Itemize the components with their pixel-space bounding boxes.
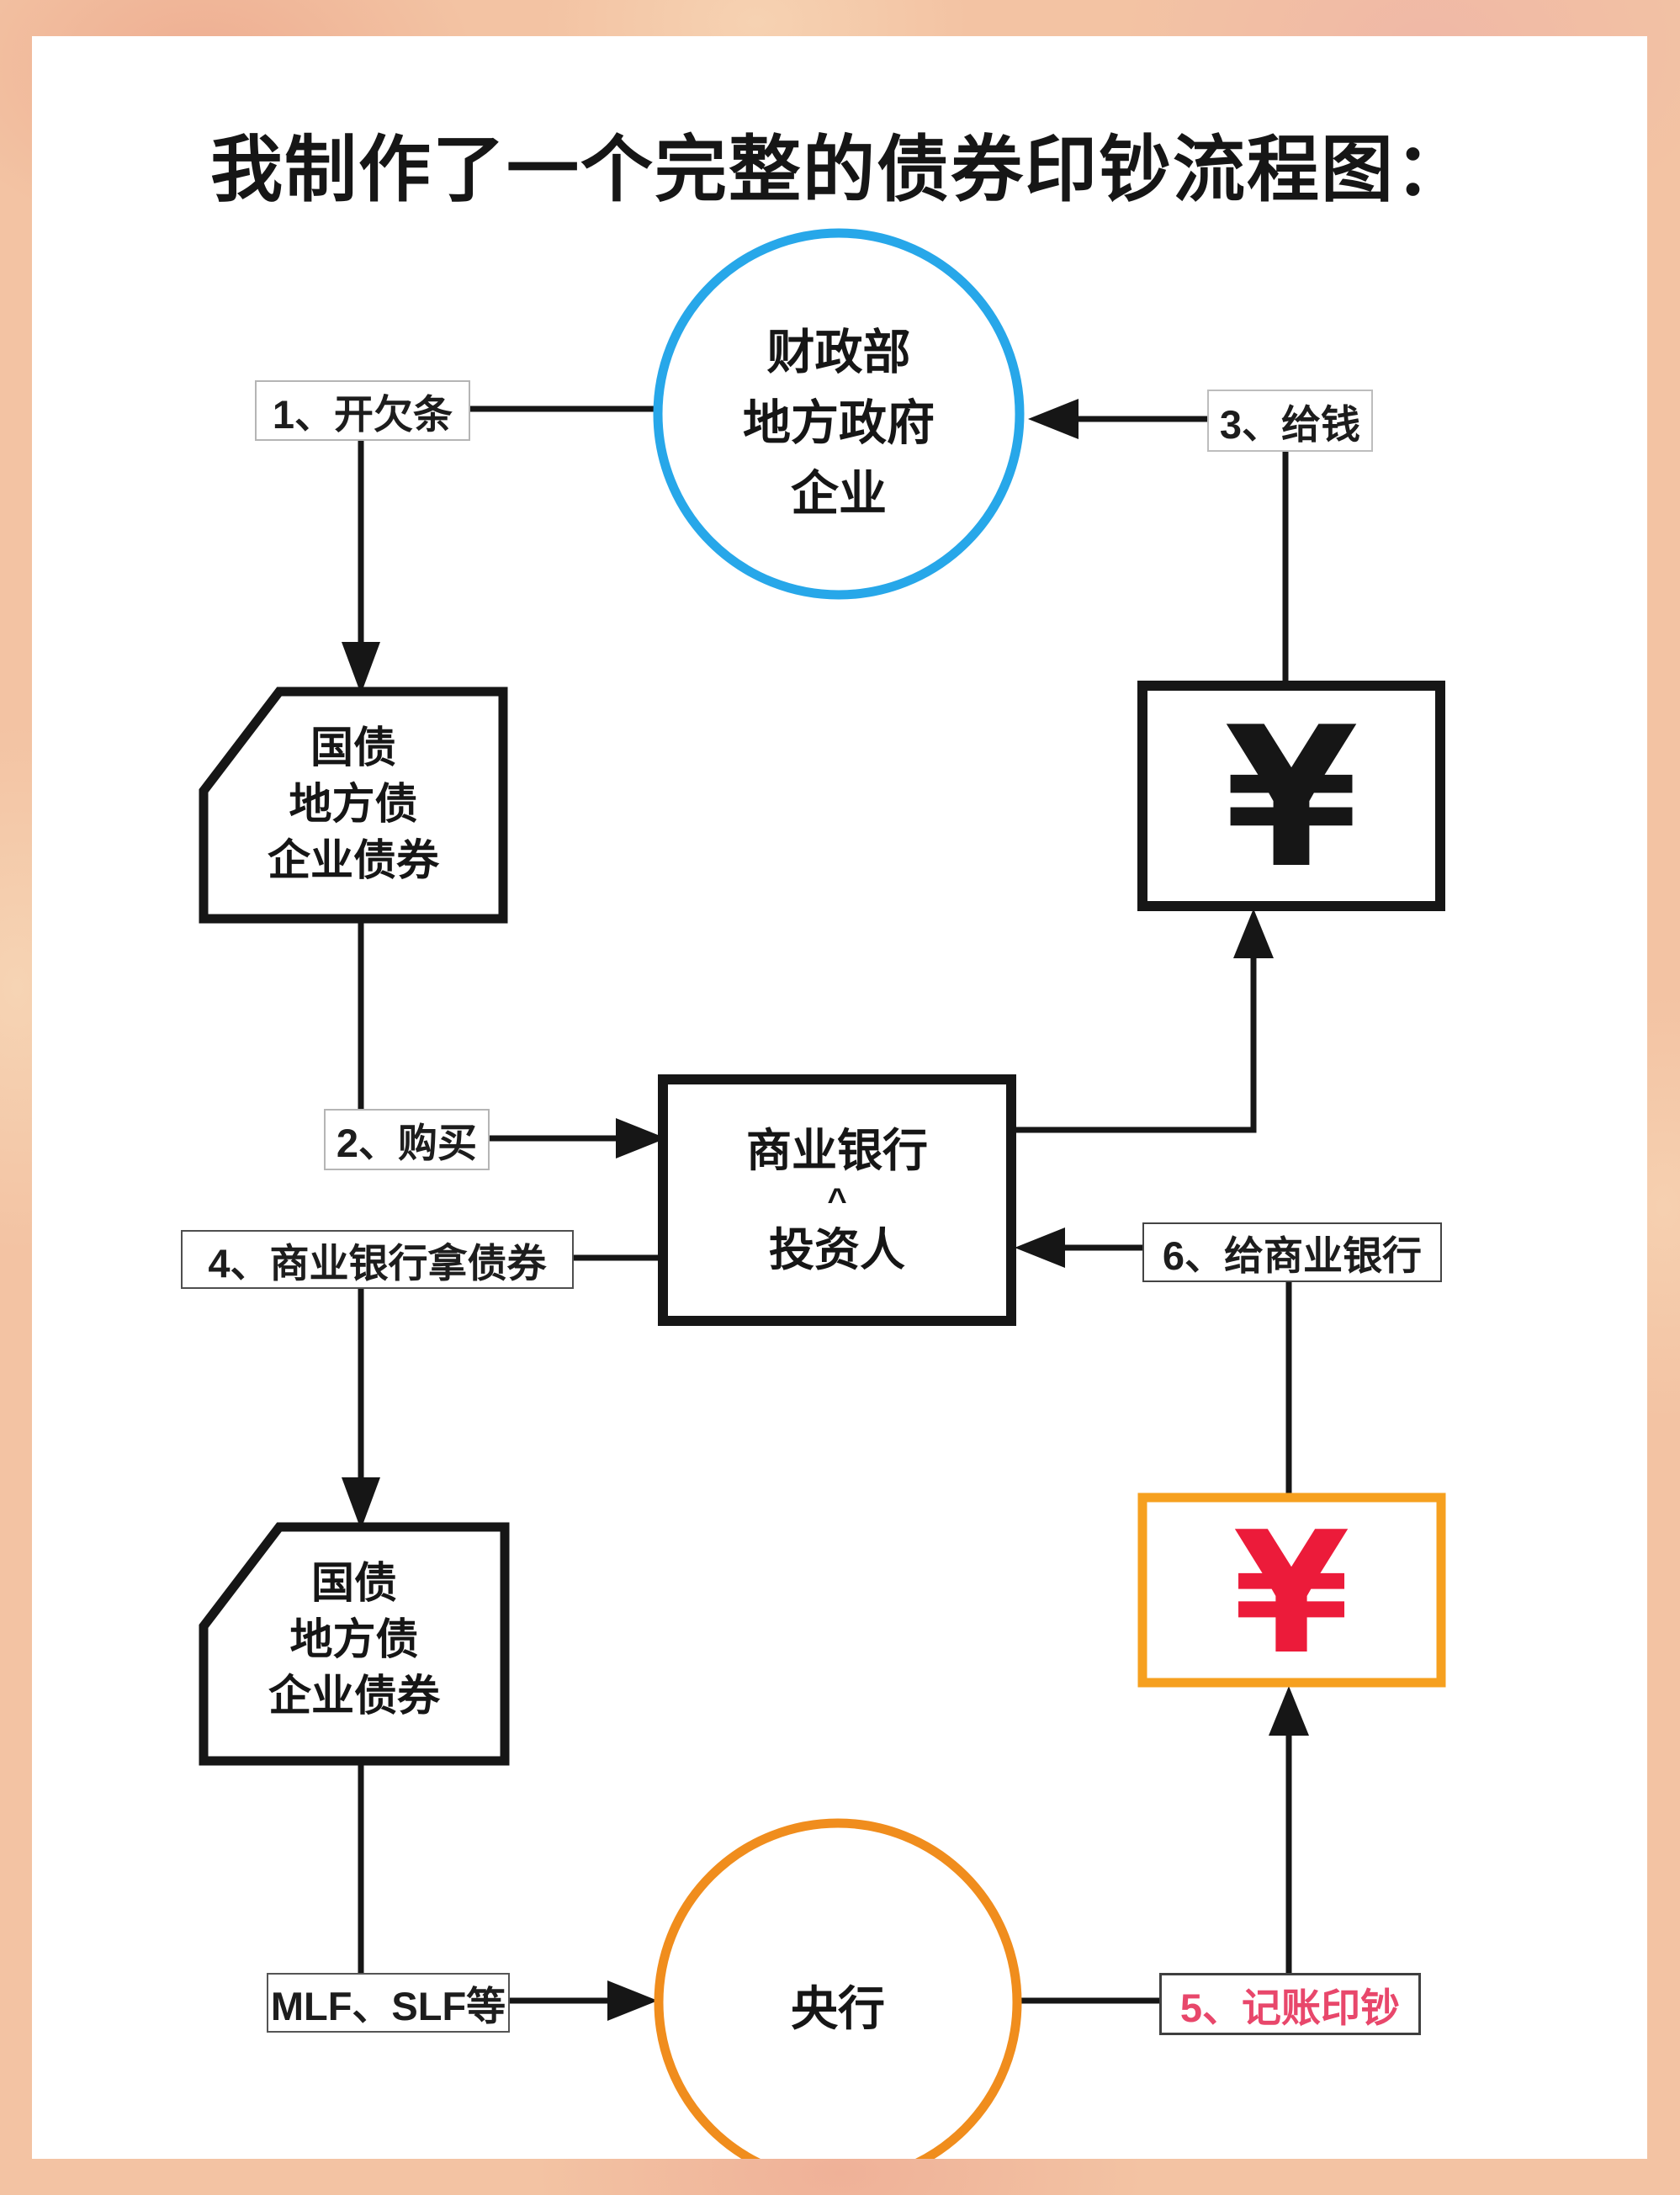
step-label-1-issue-iou: 1、开欠条	[255, 380, 470, 441]
flowchart-graphics: ¥ ¥	[199, 228, 1446, 2159]
doc1-line-1: 国债	[310, 724, 396, 771]
step-label-3-give-money: 3、给钱	[1207, 390, 1373, 452]
gov-line-3: 企业	[791, 467, 887, 521]
doc2-line-1: 国债	[310, 1559, 397, 1607]
arrow-left-into-gov	[1028, 399, 1078, 439]
caret-up-icon: ^	[827, 1181, 847, 1219]
flow-arrowheads	[342, 399, 1309, 2021]
arrow-left-into-bank	[1015, 1227, 1065, 1268]
bank-line-1: 商业银行	[746, 1125, 928, 1176]
doc2-line-3: 企业债券	[268, 1672, 440, 1720]
gov-circle-label: 财政部 地方政府 企业	[628, 317, 1049, 529]
step-label-5-print-money: 5、记账印钞	[1159, 1973, 1421, 2035]
bank-box-label: 商业银行 ^ 投资人	[663, 1079, 1011, 1321]
step-label-4-bank-takes-bonds: 4、商业银行拿债券	[181, 1230, 574, 1289]
bank-box-shape	[658, 1074, 1016, 1326]
central-bank-circle-shape	[654, 1818, 1022, 2159]
bond-document-1-shape	[199, 687, 508, 924]
doc1-line-3: 企业债券	[267, 836, 439, 884]
gov-circle-shape	[653, 228, 1025, 600]
bank-line-2: 投资人	[769, 1224, 905, 1275]
mlf-slf-label: MLF、SLF等	[267, 1973, 510, 2033]
flow-connectors	[358, 406, 1292, 2004]
arrow-down-into-doc1	[342, 642, 380, 694]
step-label-6-give-commercial-bank: 6、给商业银行	[1142, 1222, 1442, 1282]
arrow-right-into-bank	[616, 1118, 666, 1158]
arrow-up-into-blackyen	[1233, 909, 1274, 958]
bond-document-2-label: 国债 地方债 企业债券	[204, 1555, 505, 1724]
arrow-right-into-centralbank	[607, 1980, 658, 2021]
doc2-line-2: 地方债	[289, 1615, 419, 1663]
bond-document-2-shape	[199, 1522, 510, 1766]
gov-line-1: 财政部	[766, 326, 911, 379]
black-yen-icon: ¥	[1224, 687, 1359, 911]
connector-bank-to-blackyen	[1011, 953, 1257, 1133]
step-label-2-purchase: 2、购买	[324, 1109, 490, 1170]
page-title: 我制作了一个完整的债券印钞流程图：	[210, 130, 1469, 210]
red-yen-icon: ¥	[1232, 1496, 1349, 1692]
gov-line-2: 地方政府	[743, 396, 935, 450]
bond-document-1-label: 国债 地方债 企业债券	[204, 719, 503, 888]
doc1-line-2: 地方债	[289, 780, 418, 828]
central-bank-label: 央行	[791, 1982, 885, 2035]
orange-yen-box-shape	[1137, 1492, 1446, 1688]
arrow-up-into-orangeyen	[1269, 1686, 1309, 1736]
arrow-down-into-doc2	[342, 1477, 380, 1530]
black-yen-box-shape	[1137, 681, 1445, 911]
flowchart-canvas: ¥ ¥ 我制作了一个完整的债券印钞流程图： 财政部 地方政府 企业 国债 地方债…	[32, 36, 1647, 2159]
